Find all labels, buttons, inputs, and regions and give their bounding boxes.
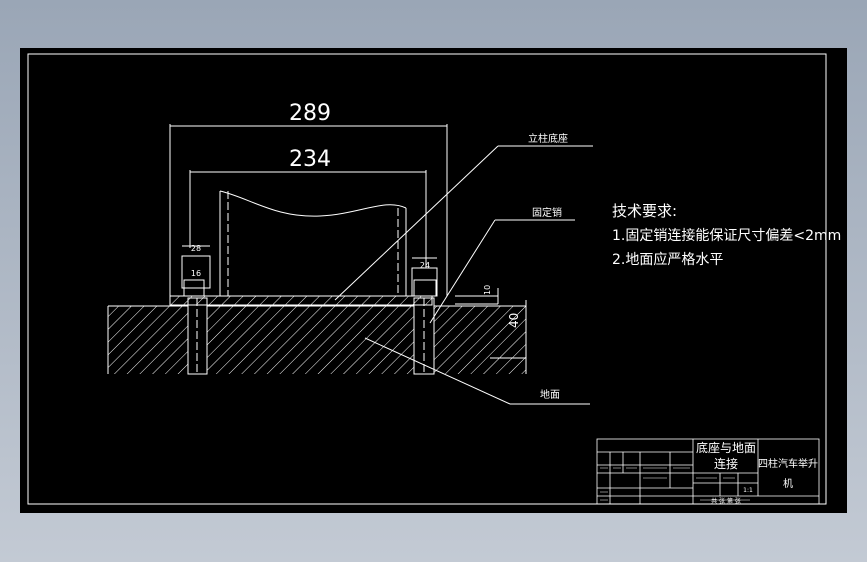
drawing-name-line2: 连接 xyxy=(714,456,738,471)
leader-lines xyxy=(334,145,593,405)
cad-drawing-canvas: 289 234 28 16 24 10 40 立柱底座 固定销 地面 技术要求:… xyxy=(20,48,847,513)
dim-embed-depth: 40 xyxy=(507,313,521,328)
label-column-base: 立柱底座 xyxy=(528,132,568,145)
label-fixing-pin: 固定销 xyxy=(532,206,562,219)
pin-holes xyxy=(187,297,435,375)
column-base-plate xyxy=(169,295,433,306)
product-name-line2: 机 xyxy=(783,477,793,490)
sheet-count: 共 张 第 张 xyxy=(711,497,741,505)
dim-plate-thickness: 10 xyxy=(483,285,492,295)
product-name-line1: 四柱汽车举升 xyxy=(758,457,818,470)
drawing-svg: 289 234 28 16 24 10 40 立柱底座 固定销 地面 技术要求:… xyxy=(27,53,841,505)
ground-section xyxy=(107,305,527,374)
drawing-name-line1: 底座与地面 xyxy=(696,440,756,455)
dim-left-pin-width: 28 xyxy=(191,244,201,253)
drawing-border xyxy=(27,53,827,505)
drawing-scale: 1:1 xyxy=(743,487,753,494)
requirements-item-2: 2.地面应严格水平 xyxy=(612,251,723,268)
title-block-cells xyxy=(600,467,750,501)
column-outline xyxy=(219,190,407,296)
title-block xyxy=(596,438,820,505)
fixing-pins xyxy=(181,255,438,297)
dim-inner-width: 234 xyxy=(289,147,331,172)
dim-right-pin-width: 24 xyxy=(420,261,430,270)
dim-left-pin-small: 16 xyxy=(191,269,201,278)
dimension-lines xyxy=(169,124,527,359)
dim-overall-width: 289 xyxy=(289,101,331,126)
requirements-title: 技术要求: xyxy=(612,202,677,220)
label-ground: 地面 xyxy=(540,388,560,401)
requirements-item-1: 1.固定销连接能保证尺寸偏差<2mm xyxy=(612,227,841,244)
